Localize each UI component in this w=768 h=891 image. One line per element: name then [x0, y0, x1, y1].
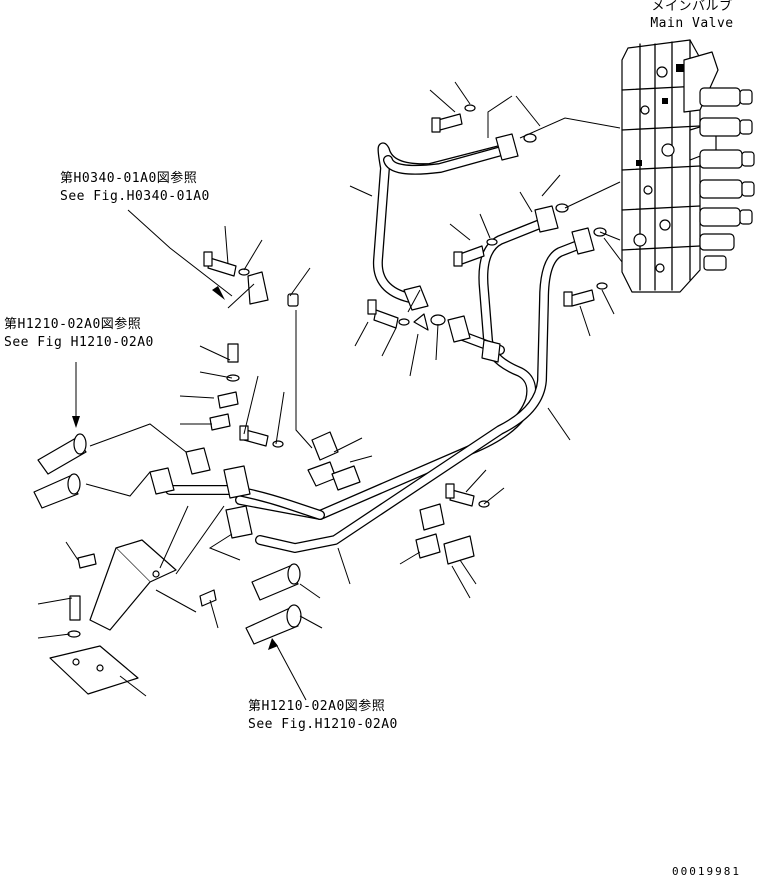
drawing-number: 00019981 [672, 865, 741, 878]
ref-h1210-left-jp: 第H1210-02A0図参照 [4, 317, 142, 332]
ref-h1210-bottom-jp: 第H1210-02A0図参照 [248, 699, 386, 714]
valve-ports [633, 64, 684, 273]
ref-h0340-jp: 第H0340-01A0図参照 [60, 171, 198, 186]
ref-h0340-en: See Fig.H0340-01A0 [60, 189, 210, 204]
hose-ends [33, 433, 302, 645]
ref-h1210-bottom-en: See Fig.H1210-02A0 [248, 717, 398, 732]
main-valve [621, 39, 755, 293]
clamps [77, 391, 475, 607]
spool-caps [699, 87, 755, 271]
reference-arrows [72, 286, 278, 650]
flange-fittings [149, 133, 595, 539]
main-valve-label-en: Main Valve [650, 16, 734, 31]
ref-h1210-left-en: See Fig H1210-02A0 [4, 335, 154, 350]
bolts-washers [67, 104, 608, 638]
pipe-middle [235, 217, 550, 520]
leader-lines [37, 81, 623, 701]
main-valve-label-jp: メインバルブ [651, 0, 733, 14]
bracket [49, 539, 177, 695]
